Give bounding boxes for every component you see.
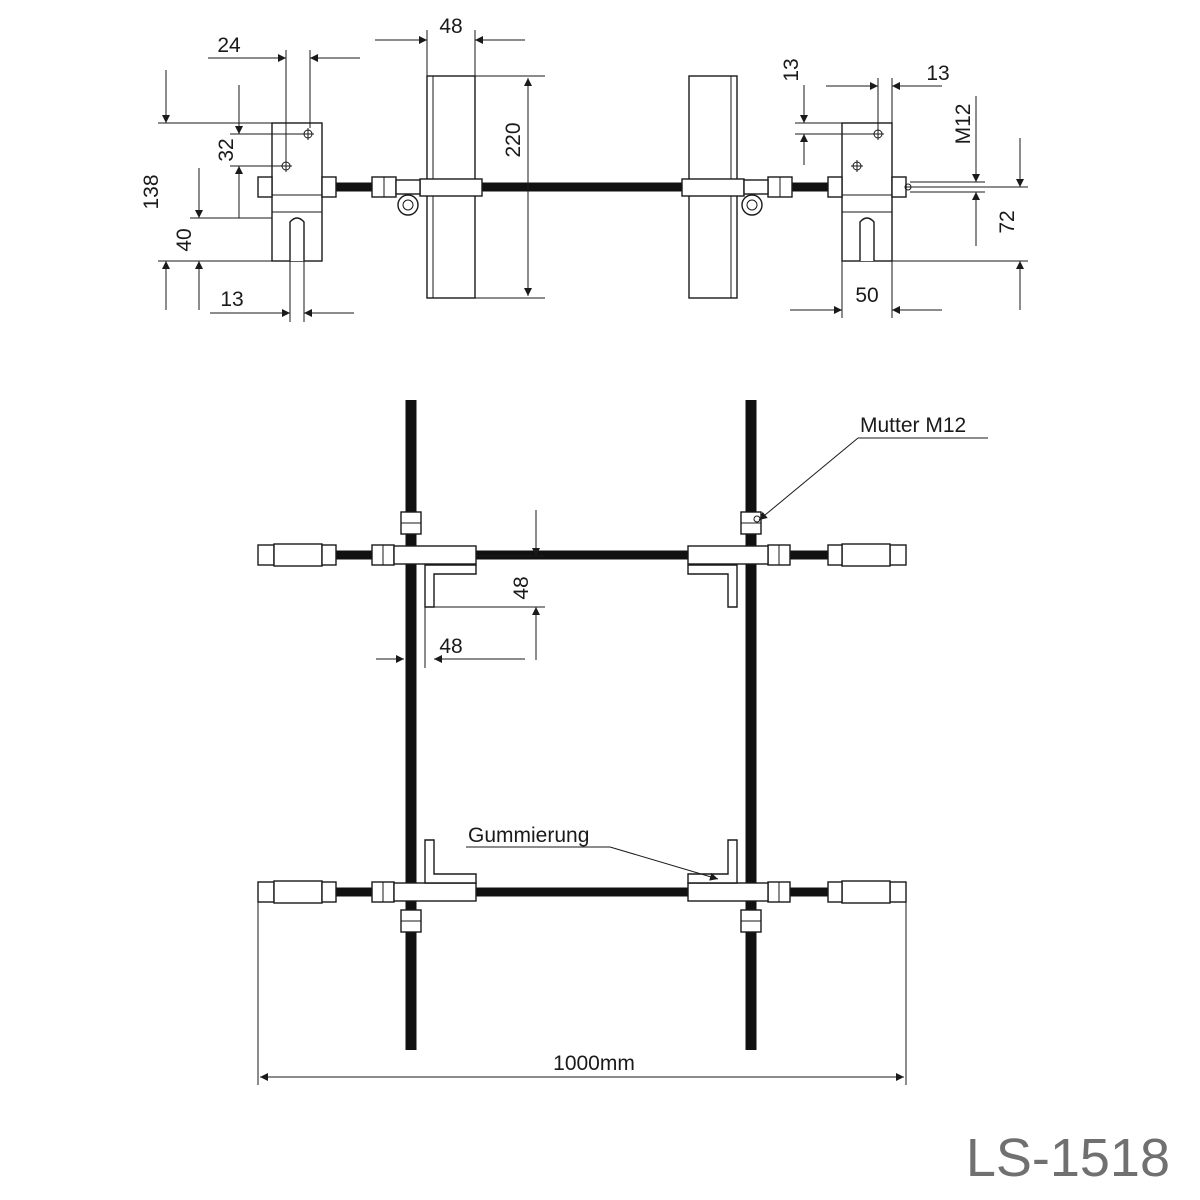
end-sleeve-icon [273, 543, 323, 567]
dim-label: 13 [220, 288, 243, 311]
dim-thread: M12 [910, 96, 985, 246]
dim-label: 48 [439, 15, 462, 38]
dim-label: 40 [173, 228, 196, 251]
angle-bracket-icon [424, 564, 477, 608]
left-bracket [257, 122, 337, 262]
dim-label: 13 [780, 58, 803, 81]
angle-bracket-icon [424, 839, 477, 884]
dim-right-bracket-width: 50 [790, 261, 942, 318]
dim-overall-length: 1000mm [257, 902, 907, 1085]
end-sleeve-icon [841, 880, 891, 904]
right-bracket [827, 122, 912, 262]
nut-callout: Mutter M12 [758, 414, 988, 521]
lower-row-hardware [257, 839, 907, 933]
dim-right-hole-offset-h: 13 [826, 62, 950, 128]
dim-hole-spacing: 32 [215, 85, 302, 218]
dim-angle-width: 48 [376, 607, 525, 668]
angle-bracket-icon [687, 564, 738, 608]
dim-label: 48 [439, 635, 462, 658]
end-sleeve-icon [841, 543, 891, 567]
screw-icon [741, 194, 763, 216]
dim-label: 138 [140, 174, 163, 209]
dim-upright-height: 220 [475, 75, 545, 299]
dim-label: 72 [996, 210, 1019, 233]
dim-label: 1000mm [553, 1052, 635, 1075]
dim-bracket-width: 24 [208, 34, 360, 160]
dim-label: 32 [215, 138, 238, 161]
dim-label: M12 [952, 104, 975, 145]
dim-label: 24 [217, 34, 241, 57]
dim-label: 220 [502, 122, 525, 157]
dim-angle-height: 48 [434, 510, 545, 660]
left-upright [371, 75, 483, 299]
right-upright [681, 75, 793, 299]
dim-right-hole-offset-v: 13 [780, 58, 872, 165]
dim-right-slot-height: 72 [892, 138, 1028, 310]
screw-icon [397, 194, 419, 216]
dim-bracket-height: 138 [140, 70, 272, 310]
nut-label: Mutter M12 [860, 414, 966, 437]
rubber-callout: Gummierung [466, 824, 719, 881]
angle-bracket-icon [687, 839, 738, 884]
upper-row-hardware [257, 511, 907, 608]
dim-label: 13 [926, 62, 949, 85]
dim-label: 50 [855, 284, 878, 307]
dim-slot-width: 13 [210, 261, 354, 322]
end-sleeve-icon [273, 880, 323, 904]
dim-slot-height: 40 [173, 168, 272, 310]
top-view: 48 48 Mutter M12 Gummierung 1000mm [257, 400, 988, 1085]
side-view: 24 48 220 138 [140, 15, 1028, 322]
dim-label: 48 [510, 576, 533, 599]
drawing-code: LS-1518 [966, 1128, 1170, 1188]
rubber-label: Gummierung [468, 824, 589, 847]
dim-upright-width: 48 [375, 15, 525, 76]
